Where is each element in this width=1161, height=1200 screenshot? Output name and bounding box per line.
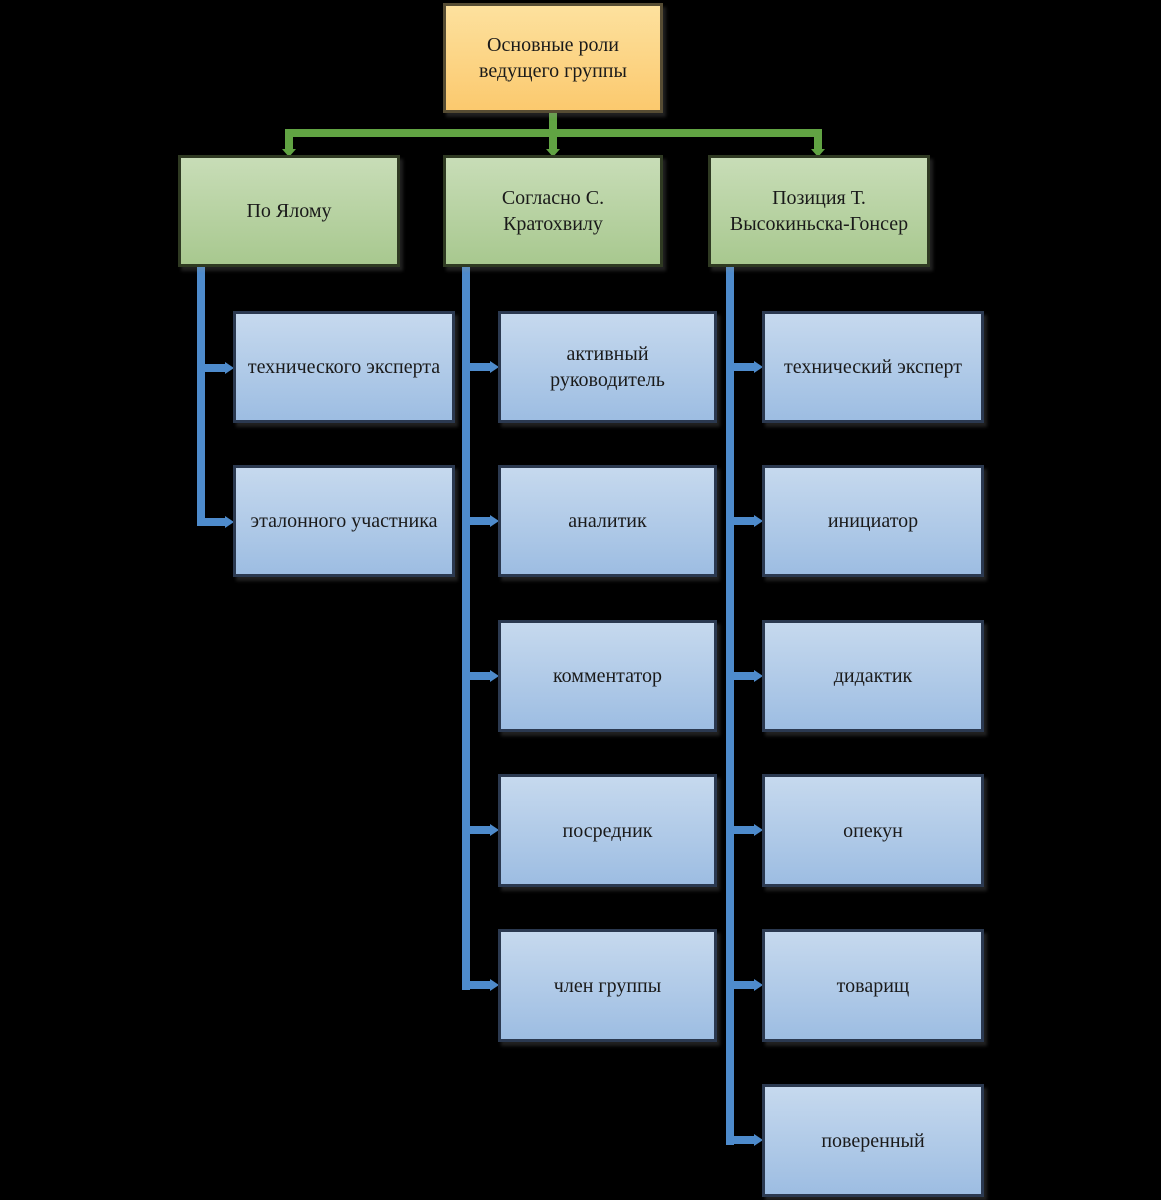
node-label: дидактик	[833, 665, 913, 687]
node-label: комментатор	[552, 665, 663, 687]
node-label: поверенный	[821, 1129, 925, 1152]
node-label: член группы	[553, 974, 662, 997]
node-label: Основные роли ведущего группы	[479, 34, 627, 82]
leaf-node: опекун	[762, 774, 984, 887]
connector-stub	[470, 363, 491, 371]
connector-stub	[470, 672, 491, 680]
leaf-node: поверенный	[762, 1084, 984, 1197]
leaf-node: активный руководитель	[498, 311, 717, 423]
connector-stub	[734, 672, 755, 680]
arrow-right-icon	[490, 515, 499, 527]
node-label: технический эксперт	[784, 356, 962, 378]
arrow-right-icon	[490, 361, 499, 373]
node-label: технического эксперта	[247, 356, 441, 378]
leaf-node: товарищ	[762, 929, 984, 1042]
leaf-node: эталонного участника	[233, 465, 455, 577]
leaf-node: дидактик	[762, 620, 984, 732]
arrow-right-icon	[754, 1134, 763, 1146]
arrow-down-icon	[546, 149, 560, 157]
node-label: По Ялому	[246, 200, 332, 222]
arrow-down-icon	[811, 149, 825, 157]
arrow-down-icon	[282, 149, 296, 157]
arrow-right-icon	[490, 824, 499, 836]
connector-drop-left	[285, 137, 293, 149]
arrow-right-icon	[754, 824, 763, 836]
connector-stub	[205, 518, 226, 526]
connector-root-stem	[549, 111, 557, 130]
node-branch-vysokinska-gonser: Позиция Т. Высокиньска-Гонсер	[708, 155, 930, 267]
node-label: аналитик	[568, 510, 647, 532]
arrow-right-icon	[225, 362, 234, 374]
arrow-right-icon	[754, 515, 763, 527]
arrow-right-icon	[490, 670, 499, 682]
connector-stub	[734, 981, 755, 989]
leaf-node: технического эксперта	[233, 311, 455, 423]
connector-branch-bar	[285, 129, 822, 137]
node-label: Позиция Т. Высокиньска-Гонсер	[729, 187, 909, 235]
node-label: посредник	[562, 819, 653, 842]
connector-stub	[470, 981, 491, 989]
connector-stub	[205, 364, 226, 372]
connector-drop-right	[814, 137, 822, 149]
leaf-node: аналитик	[498, 465, 717, 577]
connector-stub	[734, 826, 755, 834]
node-label: инициатор	[827, 510, 919, 532]
connector-stub	[734, 517, 755, 525]
arrow-right-icon	[754, 670, 763, 682]
arrow-right-icon	[225, 516, 234, 528]
node-branch-kratochvil: Согласно С. Кратохвилу	[443, 155, 663, 267]
connector-left-trunk	[197, 265, 205, 526]
leaf-node: комментатор	[498, 620, 717, 732]
arrow-right-icon	[754, 979, 763, 991]
arrow-right-icon	[754, 361, 763, 373]
node-label: опекун	[843, 819, 903, 842]
node-label: активный руководитель	[550, 343, 665, 391]
leaf-node: член группы	[498, 929, 717, 1042]
connector-right-trunk	[726, 265, 734, 1145]
node-label: товарищ	[836, 974, 910, 997]
leaf-node: технический эксперт	[762, 311, 984, 423]
arrow-right-icon	[490, 979, 499, 991]
connector-stub	[734, 363, 755, 371]
node-root: Основные роли ведущего группы	[443, 3, 663, 113]
leaf-node: инициатор	[762, 465, 984, 577]
connector-stub	[470, 826, 491, 834]
connector-stub	[470, 517, 491, 525]
connector-middle-trunk	[462, 265, 470, 990]
connector-drop-middle	[549, 137, 557, 149]
leaf-node: посредник	[498, 774, 717, 887]
connector-stub	[734, 1136, 755, 1144]
node-label: Согласно С. Кратохвилу	[501, 187, 605, 235]
node-label: эталонного участника	[250, 510, 438, 532]
node-branch-yalom: По Ялому	[178, 155, 400, 267]
